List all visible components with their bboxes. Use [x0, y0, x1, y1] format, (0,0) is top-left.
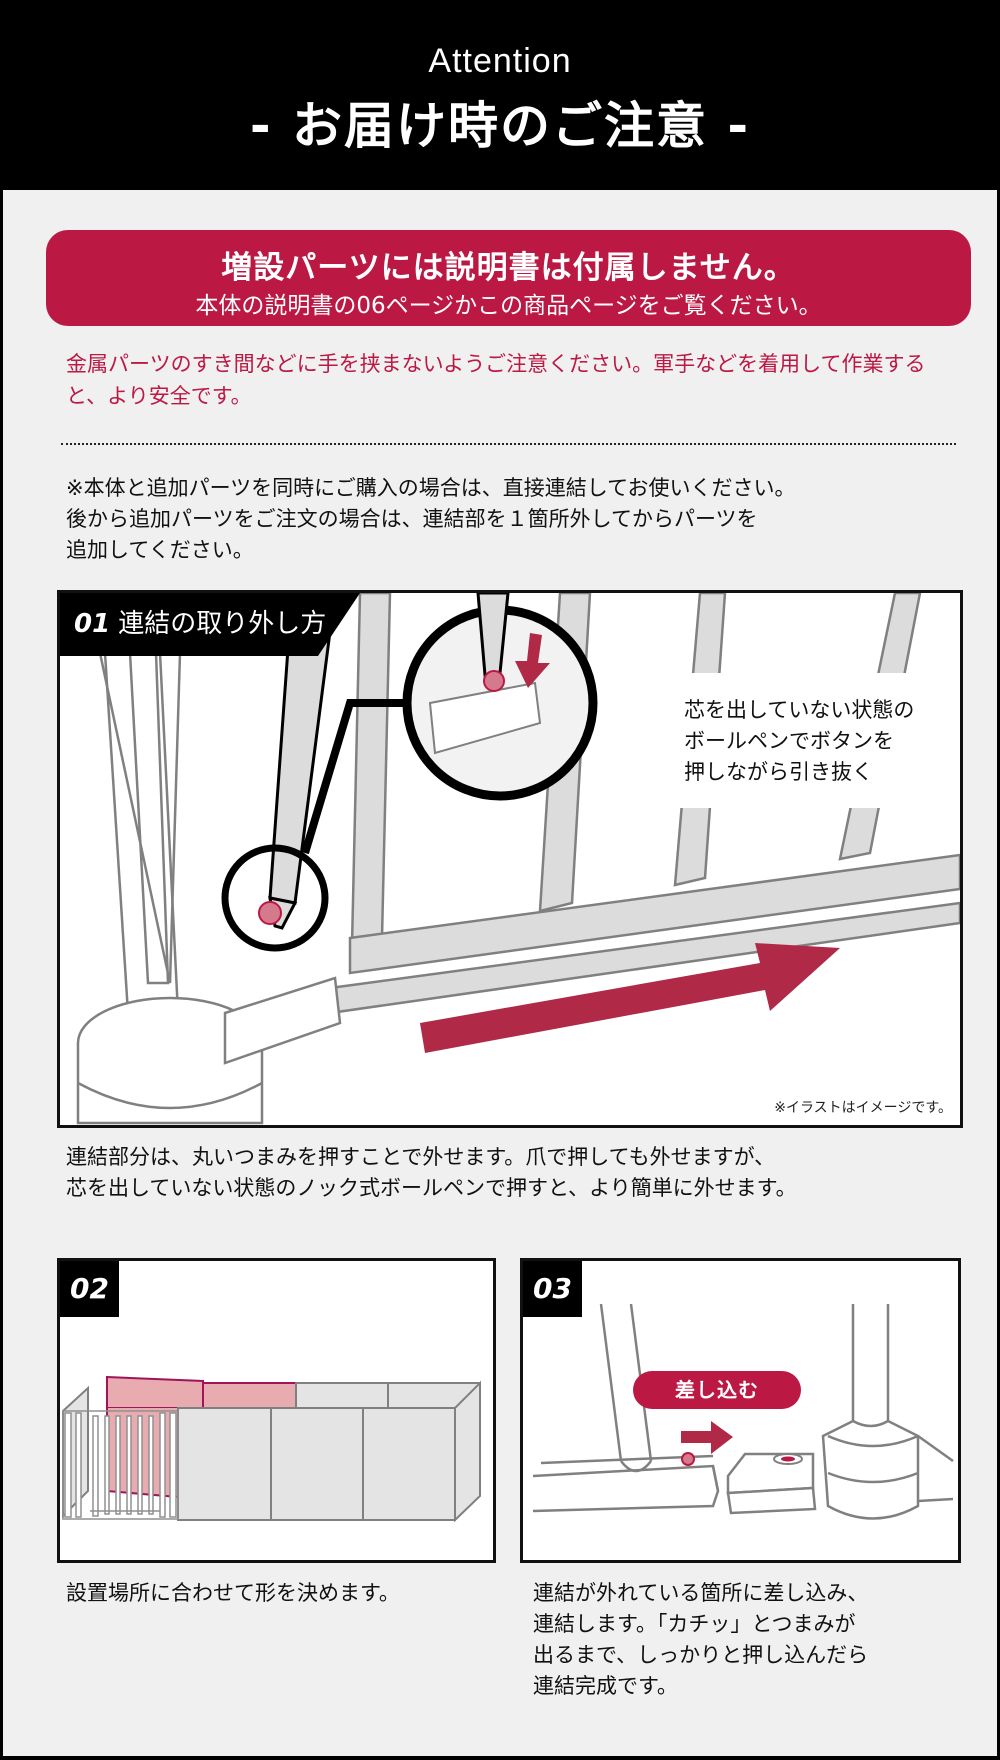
step1-title-bar — [60, 593, 360, 656]
note-line: 追加してください。 — [66, 538, 254, 562]
knob-left — [681, 1452, 695, 1466]
step1-number: 01 — [74, 609, 111, 639]
header-subtitle: Attention — [428, 42, 572, 80]
dotted-divider — [61, 443, 956, 445]
note-line: 後から追加パーツをご注文の場合は、連結部を１箇所外してからパーツを — [66, 507, 758, 531]
direction-arrow — [420, 943, 840, 1053]
step3-number: 03 — [523, 1261, 582, 1317]
callout-line: ボールペンでボタンを — [684, 729, 894, 753]
illustration-disclaimer: ※イラストはイメージです。 — [774, 1100, 952, 1116]
step3-description: 連結が外れている箇所に差し込み、 連結します。「カチッ」とつまみが 出るまで、し… — [533, 1578, 953, 1702]
note-line: ※本体と追加パーツを同時にご購入の場合は、直接連結してお使いください。 — [66, 476, 796, 500]
content-area: 増設パーツには説明書は付属しません。 本体の説明書の06ページかこの商品ページを… — [3, 190, 997, 1756]
no-manual-banner: 増設パーツには説明書は付属しません。 本体の説明書の06ページかこの商品ページを… — [46, 230, 971, 326]
safety-warning: 金属パーツのすき間などに手を挟まないようご注意ください。軍手などを着用して作業す… — [66, 352, 926, 408]
insert-arrow — [681, 1421, 733, 1454]
step1-heading: 連結の取り外し方 — [118, 609, 327, 639]
banner-headline: 増設パーツには説明書は付属しません。 — [221, 250, 796, 286]
step2-number: 02 — [60, 1261, 119, 1317]
step2-description: 設置場所に合わせて形を決めます。 — [66, 1581, 400, 1605]
release-knob-zoomed — [483, 670, 505, 692]
page-header: Attention - お届け時のご注意 - — [0, 0, 1000, 190]
callout-line: 押しながら引き抜く — [684, 760, 873, 784]
callout-line: 芯を出していない状態の — [684, 698, 915, 722]
desc-line: 連結が外れている箇所に差し込み、 — [533, 1581, 869, 1605]
step2-panel: 02 — [57, 1258, 496, 1563]
release-knob — [258, 901, 282, 925]
step3-panel: 03 差し込む — [520, 1258, 961, 1563]
banner-subline: 本体の説明書の06ページかこの商品ページをご覧ください。 — [195, 293, 822, 319]
step1-illustration — [76, 593, 960, 1125]
desc-line: 連結部分は、丸いつまみを押すことで外せます。爪で押しても外せますが、 — [66, 1145, 776, 1169]
step1-callout: 芯を出していない状態の ボールペンでボタンを 押しながら引き抜く — [642, 673, 914, 808]
step2-illustration — [62, 1375, 481, 1523]
desc-line: 芯を出していない状態のノック式ボールペンで押すと、より簡単に外せます。 — [66, 1176, 797, 1200]
purchase-note: ※本体と追加パーツを同時にご購入の場合は、直接連結してお使いください。 後から追… — [66, 473, 966, 566]
desc-line: 連結完成です。 — [533, 1674, 678, 1698]
desc-line: 出るまで、しっかりと押し込んだら — [533, 1643, 869, 1667]
step3-illustration — [532, 1303, 954, 1520]
insert-label: 差し込む — [633, 1371, 801, 1409]
page-title: - お届け時のご注意 - — [249, 97, 751, 155]
step1-description: 連結部分は、丸いつまみを押すことで外せます。爪で押しても外せますが、 芯を出して… — [66, 1142, 966, 1204]
desc-line: 連結します。「カチッ」とつまみが — [533, 1612, 856, 1636]
